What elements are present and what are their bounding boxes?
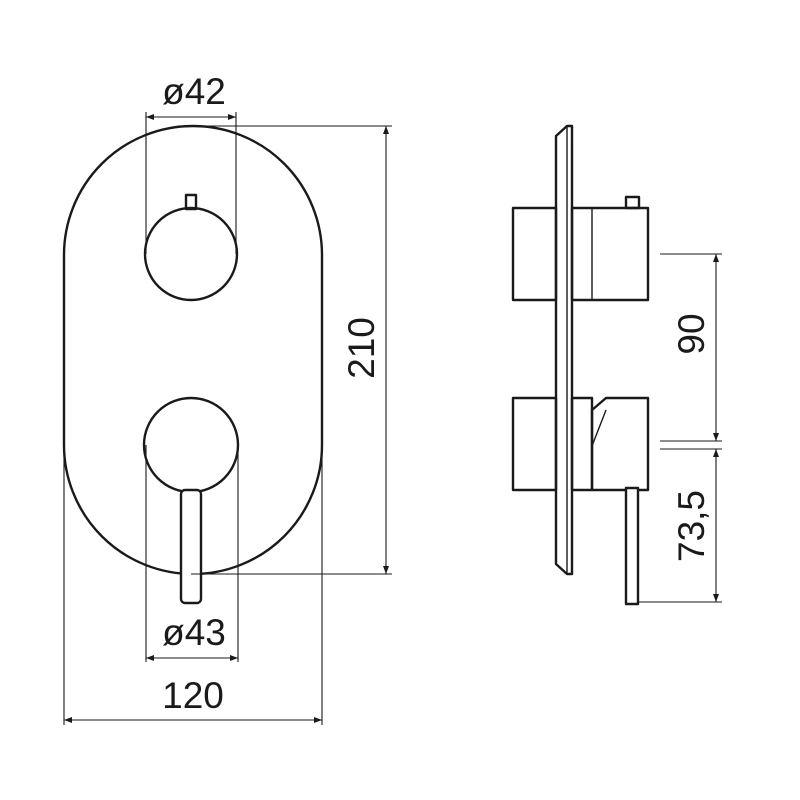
- dim-width-arrow-left: [64, 717, 72, 723]
- bottom-lever: [179, 488, 203, 605]
- top-knob: [143, 206, 239, 302]
- bottom-knob: [142, 396, 240, 494]
- dim-bottom-knob-arrow-left: [146, 655, 154, 661]
- dim-height-arrow-bottom: [383, 566, 389, 574]
- dim-top-knob-arrow-left: [146, 114, 154, 120]
- dim-spacing-label: 90: [671, 313, 712, 354]
- dim-width-label: 120: [162, 675, 224, 716]
- dim-spacing-arrow-top: [713, 254, 719, 262]
- dim-bottom-knob-arrow-right: [230, 655, 238, 661]
- side-lower-lever-edge: [591, 409, 607, 447]
- dim-top-knob-label: ø42: [162, 71, 226, 112]
- dim-lever-arrow-bottom: [713, 594, 719, 602]
- side-lower-knob: [570, 396, 594, 492]
- dim-height-label: 210: [341, 317, 382, 379]
- side-upper-body: [511, 206, 558, 302]
- dim-top-knob-arrow-right: [228, 114, 236, 120]
- side-plate: [554, 124, 574, 576]
- side-upper-knob-pin: [624, 195, 641, 210]
- side-view: 90 73,5: [511, 124, 722, 606]
- side-lower-body: [511, 396, 558, 492]
- front-view: ø42 ø43 210 120: [62, 71, 392, 725]
- side-upper-knob: [570, 206, 650, 302]
- dim-lever-label: 73,5: [671, 490, 712, 562]
- dim-bottom-knob-label: ø43: [162, 612, 226, 653]
- dim-spacing-arrow-bottom: [713, 433, 719, 441]
- side-lower-lever-head: [590, 396, 650, 492]
- dim-height-arrow-top: [383, 126, 389, 134]
- side-lower-lever: [624, 486, 640, 606]
- dim-lever-arrow-top: [713, 449, 719, 457]
- dim-width-arrow-right: [314, 717, 322, 723]
